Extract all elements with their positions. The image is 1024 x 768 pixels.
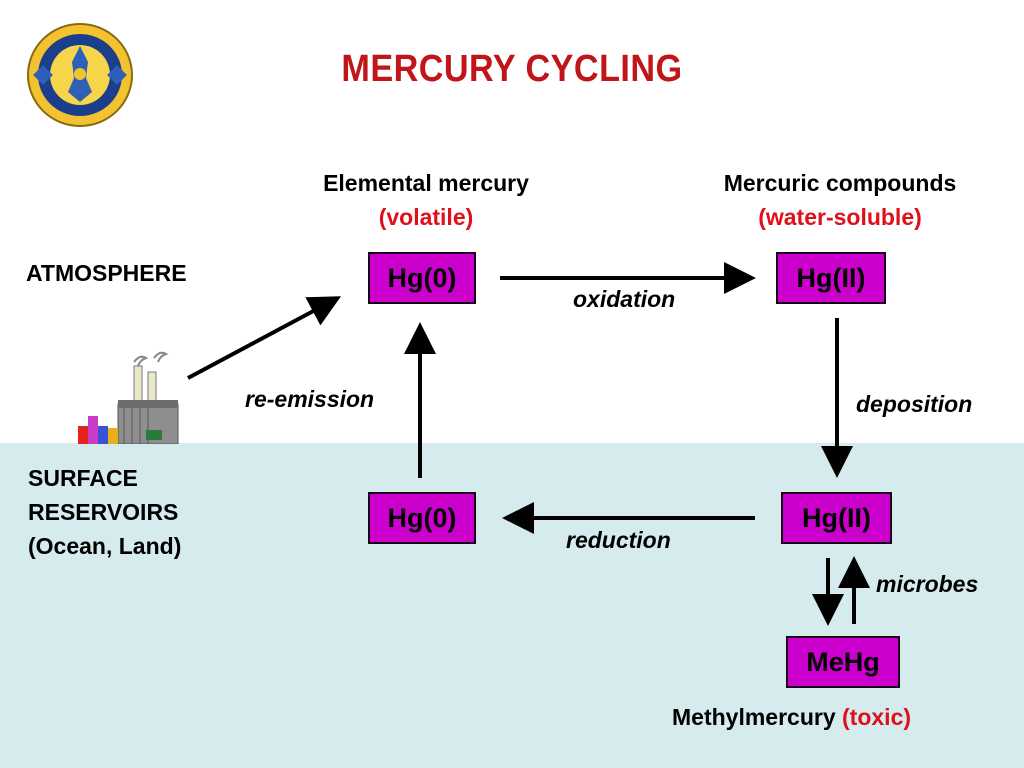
deposition-label: deposition	[856, 391, 973, 417]
university-seal-logo	[27, 23, 133, 127]
mercuric-header: Mercuric compounds (water-soluble)	[680, 166, 1000, 234]
oxidation-label: oxidation	[573, 286, 676, 312]
methylmercury-caption: Methylmercury (toxic)	[672, 700, 911, 734]
mercuric-note: (water-soluble)	[758, 204, 922, 230]
node-surface-hg2: Hg(II)	[781, 492, 892, 544]
emission-arrow	[187, 296, 342, 380]
factory-icon	[78, 351, 179, 444]
re-emission-label: re-emission	[245, 386, 375, 412]
surface-reservoirs-label: SURFACE RESERVOIRS (Ocean, Land)	[28, 461, 181, 563]
surface-line-3: (Ocean, Land)	[28, 533, 182, 559]
surface-line-1: SURFACE	[28, 465, 138, 491]
elemental-header: Elemental mercury (volatile)	[276, 166, 576, 234]
mercuric-title: Mercuric compounds	[723, 170, 957, 196]
atmosphere-label: ATMOSPHERE	[26, 260, 187, 286]
microbes-label: microbes	[876, 571, 979, 597]
elemental-note: (volatile)	[378, 204, 474, 230]
methyl-note: (toxic)	[842, 704, 912, 730]
node-surface-hg0: Hg(0)	[368, 492, 476, 544]
reduction-label: reduction	[566, 527, 671, 553]
methyl-title: Methylmercury	[672, 704, 836, 730]
page-title: MERCURY CYCLING	[341, 48, 683, 90]
node-atmosphere-hg2: Hg(II)	[776, 252, 886, 304]
node-methylmercury: MeHg	[786, 636, 900, 688]
elemental-title: Elemental mercury	[323, 170, 529, 196]
surface-line-2: RESERVOIRS	[28, 499, 179, 525]
node-atmosphere-hg0: Hg(0)	[368, 252, 476, 304]
